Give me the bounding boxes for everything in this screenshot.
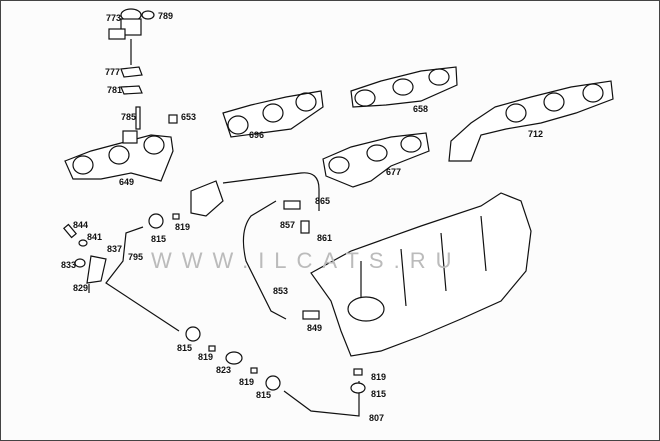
callout-857[interactable]: 857 xyxy=(280,220,296,230)
hose-795[interactable] xyxy=(105,226,180,332)
gasket-777[interactable] xyxy=(120,66,143,78)
callout-773[interactable]: 773 xyxy=(106,13,122,23)
fitting-819-a[interactable] xyxy=(208,345,216,352)
valve-861[interactable] xyxy=(300,220,310,234)
fitting-819-c[interactable] xyxy=(353,368,363,376)
callout-841[interactable]: 841 xyxy=(87,232,103,242)
callout-815-top[interactable]: 815 xyxy=(151,234,167,244)
fitting-819-top[interactable] xyxy=(172,213,180,220)
callout-829[interactable]: 829 xyxy=(73,283,89,293)
gasket-781[interactable] xyxy=(120,85,143,95)
connector-857[interactable] xyxy=(283,200,301,210)
bolt-844[interactable] xyxy=(62,223,78,239)
callout-815-c[interactable]: 815 xyxy=(371,389,387,399)
fitting-815-c[interactable] xyxy=(350,382,366,394)
callout-819-top[interactable]: 819 xyxy=(175,222,191,232)
hose-865[interactable] xyxy=(222,172,320,211)
callout-777[interactable]: 777 xyxy=(105,67,121,77)
fitting-815-top[interactable] xyxy=(148,213,164,229)
callout-807[interactable]: 807 xyxy=(369,413,385,423)
exhaust-manifold-658[interactable] xyxy=(350,66,458,108)
callout-649[interactable]: 649 xyxy=(119,177,135,187)
callout-823[interactable]: 823 xyxy=(216,365,232,375)
callout-781[interactable]: 781 xyxy=(107,85,123,95)
callout-844[interactable]: 844 xyxy=(73,220,89,230)
callout-853[interactable]: 853 xyxy=(273,286,289,296)
callout-712[interactable]: 712 xyxy=(528,129,544,139)
callout-815-b[interactable]: 815 xyxy=(256,390,272,400)
callout-795[interactable]: 795 xyxy=(128,252,144,262)
callout-849[interactable]: 849 xyxy=(307,323,323,333)
exhaust-manifold-649[interactable] xyxy=(64,130,174,182)
exhaust-manifold-712[interactable] xyxy=(448,80,614,162)
callout-819-b[interactable]: 819 xyxy=(239,377,255,387)
nut-833[interactable] xyxy=(74,258,86,268)
nut-789[interactable] xyxy=(141,10,155,20)
nut-653[interactable] xyxy=(168,114,178,124)
fitting-815-b[interactable] xyxy=(265,375,281,391)
callout-819-a[interactable]: 819 xyxy=(198,352,214,362)
callout-696[interactable]: 696 xyxy=(249,130,265,140)
vacuum-pump[interactable] xyxy=(190,180,224,217)
callout-865[interactable]: 865 xyxy=(315,196,331,206)
hose-853[interactable] xyxy=(242,200,287,320)
washer-841[interactable] xyxy=(78,239,88,247)
hose-807[interactable] xyxy=(283,381,360,417)
stud-785[interactable] xyxy=(135,106,141,130)
callout-815-a[interactable]: 815 xyxy=(177,343,193,353)
fitting-815-a[interactable] xyxy=(185,326,201,342)
intake-manifold[interactable] xyxy=(310,192,532,357)
hose-849[interactable] xyxy=(302,310,320,320)
callout-658[interactable]: 658 xyxy=(413,104,429,114)
exhaust-manifold-677[interactable] xyxy=(322,132,430,188)
egr-valve[interactable] xyxy=(108,8,142,65)
callout-819-c[interactable]: 819 xyxy=(371,372,387,382)
callout-833[interactable]: 833 xyxy=(61,260,77,270)
callout-785[interactable]: 785 xyxy=(121,112,137,122)
callout-861[interactable]: 861 xyxy=(317,233,333,243)
callout-677[interactable]: 677 xyxy=(386,167,402,177)
callout-653[interactable]: 653 xyxy=(181,112,197,122)
exhaust-manifold-696[interactable] xyxy=(222,90,324,138)
bracket-837[interactable] xyxy=(86,255,107,284)
callout-837[interactable]: 837 xyxy=(107,244,123,254)
callout-789[interactable]: 789 xyxy=(158,11,174,21)
fitting-819-b[interactable] xyxy=(250,367,258,374)
fitting-823[interactable] xyxy=(225,351,243,365)
watermark: WWW.ILCATS.RU xyxy=(151,248,462,273)
